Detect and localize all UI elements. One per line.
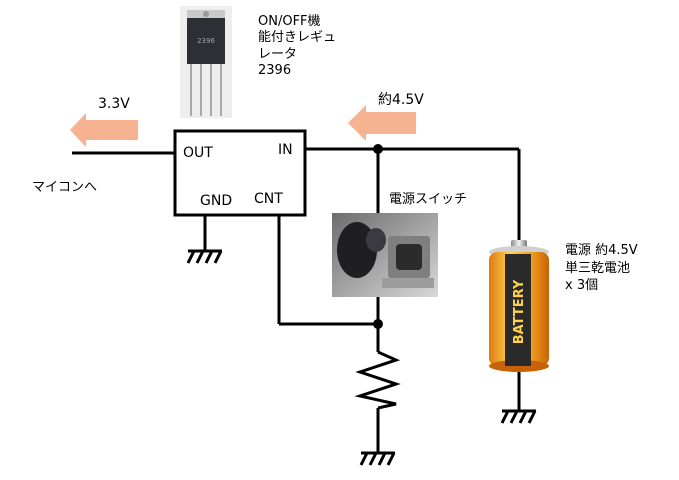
output-arrow bbox=[70, 113, 138, 147]
input-arrow bbox=[348, 105, 416, 141]
ground-symbol bbox=[359, 451, 396, 466]
pin-gnd-label: GND bbox=[200, 193, 233, 209]
battery-label: 電源 約4.5V 単三乾電池 x 3個 bbox=[565, 243, 638, 294]
pin-cnt-label: CNT bbox=[254, 191, 283, 207]
switch-label: 電源スイッチ bbox=[389, 192, 468, 207]
battery-graphic: BATTERY bbox=[489, 240, 549, 372]
ground-symbol bbox=[500, 409, 537, 424]
battery-brand: BATTERY bbox=[512, 279, 527, 344]
package-marking: 2396 bbox=[197, 37, 215, 45]
regulator-photo: 2396 bbox=[180, 6, 232, 118]
pin-in-label: IN bbox=[278, 142, 293, 158]
junction-dot bbox=[373, 144, 383, 154]
switch-photo bbox=[332, 213, 438, 297]
wires bbox=[72, 147, 521, 452]
regulator-box bbox=[173, 129, 307, 217]
output-voltage-label: 3.3V bbox=[98, 96, 130, 112]
regulator-description: ON/OFF機 能付きレギュ レータ 2396 bbox=[258, 14, 337, 78]
input-voltage-label: 約4.5V bbox=[378, 92, 424, 108]
resistor bbox=[354, 350, 401, 410]
pin-out-label: OUT bbox=[183, 145, 213, 161]
junction-dot bbox=[373, 319, 383, 329]
output-destination-label: マイコンへ bbox=[32, 180, 98, 195]
ground-symbol bbox=[186, 249, 223, 264]
